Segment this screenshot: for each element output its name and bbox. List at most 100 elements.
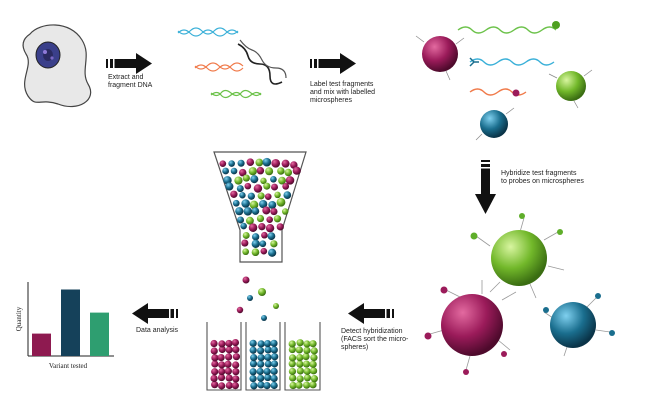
arrow-left-icon xyxy=(348,303,394,324)
bead xyxy=(271,158,281,168)
bead xyxy=(310,354,318,362)
bead xyxy=(248,167,257,176)
bead xyxy=(303,367,311,375)
bead xyxy=(292,166,301,175)
bead xyxy=(242,248,250,256)
bead xyxy=(257,374,265,382)
bead xyxy=(270,360,279,368)
bead xyxy=(237,159,245,167)
bead xyxy=(303,381,311,389)
result-bar-chart: Variant tested Quantity xyxy=(15,282,114,370)
bead xyxy=(225,182,234,191)
bead xyxy=(225,374,233,382)
bead xyxy=(296,367,304,375)
bead xyxy=(250,382,258,390)
bead xyxy=(238,168,247,177)
bead xyxy=(250,175,259,184)
bead xyxy=(274,191,281,199)
step-analysis-label: Data analysis xyxy=(136,327,179,334)
bead xyxy=(234,176,243,185)
bead xyxy=(262,206,271,215)
bead xyxy=(257,347,265,355)
bead xyxy=(263,382,271,390)
dna-fragments-icon xyxy=(177,27,287,99)
bead xyxy=(296,375,304,383)
bead xyxy=(246,158,255,167)
bead xyxy=(218,340,226,348)
bead xyxy=(210,339,218,348)
bead xyxy=(266,216,273,224)
bead xyxy=(265,223,275,233)
bead xyxy=(289,381,297,390)
bead xyxy=(288,354,297,362)
bead xyxy=(243,207,253,216)
bead xyxy=(264,346,272,354)
step-hybridize-label: Hybridize test fragments to probes on mi… xyxy=(501,170,584,185)
y-axis-label: Quantity xyxy=(15,306,23,331)
bead xyxy=(295,381,303,389)
bead xyxy=(253,184,263,193)
step-detect-label: Detect hybridization (FACS sort the micr… xyxy=(341,328,409,351)
bead xyxy=(257,381,265,389)
bead xyxy=(281,159,290,168)
bead xyxy=(263,367,271,376)
bead xyxy=(258,288,266,296)
bead xyxy=(264,193,272,200)
bead xyxy=(241,199,250,208)
bead xyxy=(259,240,267,248)
bead xyxy=(232,368,240,376)
bead xyxy=(283,191,292,199)
bead xyxy=(255,158,264,167)
bead xyxy=(249,339,257,347)
bead xyxy=(288,360,296,368)
bead xyxy=(267,232,276,241)
bead xyxy=(218,361,226,369)
bead xyxy=(249,375,257,383)
bead xyxy=(224,360,232,368)
arrow-left-icon xyxy=(132,303,178,324)
bead xyxy=(256,166,265,175)
bead xyxy=(277,167,285,175)
bead xyxy=(257,340,265,348)
labelled-microspheres-icon xyxy=(415,21,593,141)
bead xyxy=(264,373,272,382)
bead xyxy=(302,360,311,368)
cell-icon xyxy=(22,24,92,108)
bead xyxy=(263,339,272,348)
bead xyxy=(231,382,239,390)
arrow-right-icon xyxy=(106,53,152,74)
bead xyxy=(264,353,272,361)
bead xyxy=(210,347,218,355)
bead xyxy=(271,183,279,191)
bar-2 xyxy=(61,289,80,356)
bead xyxy=(296,339,304,347)
bead xyxy=(257,192,265,200)
bead xyxy=(260,177,267,185)
bead xyxy=(309,367,318,375)
bead xyxy=(251,207,260,215)
bead xyxy=(310,347,318,355)
bead xyxy=(222,167,230,175)
bead xyxy=(270,367,278,375)
bead xyxy=(235,207,244,216)
bead xyxy=(261,315,267,321)
bead xyxy=(211,368,219,376)
bead xyxy=(251,239,260,249)
bead xyxy=(276,197,286,207)
bead xyxy=(230,167,238,175)
bead xyxy=(273,303,279,309)
bead xyxy=(247,295,253,301)
bead xyxy=(270,208,278,216)
bead xyxy=(303,374,312,382)
bead xyxy=(260,247,268,255)
bead xyxy=(228,160,235,167)
bead xyxy=(217,373,226,382)
bead xyxy=(232,346,240,354)
bead xyxy=(223,176,232,185)
bead xyxy=(284,168,293,177)
bead xyxy=(239,192,246,199)
bead xyxy=(281,208,289,215)
bead xyxy=(270,374,278,383)
bead xyxy=(218,367,226,376)
bead xyxy=(225,353,233,361)
